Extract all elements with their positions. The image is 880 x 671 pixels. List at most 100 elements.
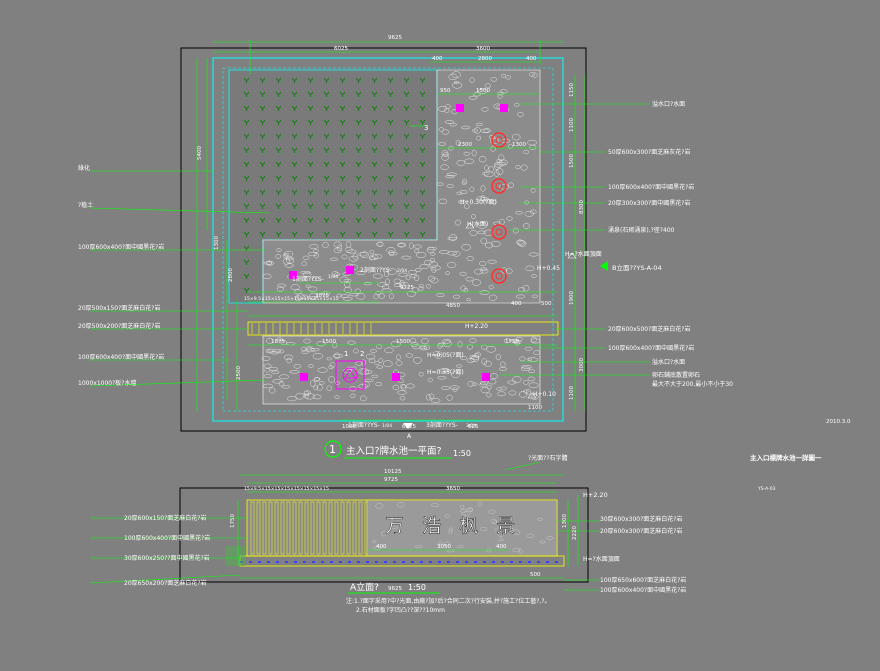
wall-slat xyxy=(340,501,345,555)
stone-texture xyxy=(396,502,405,508)
tree-symbol-icon xyxy=(371,91,378,97)
pebble xyxy=(430,252,436,256)
pebble xyxy=(386,268,398,275)
pebble xyxy=(441,368,450,373)
pebble xyxy=(482,171,489,176)
stone-texture xyxy=(546,536,554,540)
pebble xyxy=(528,252,539,257)
light-marker-icon xyxy=(300,373,308,381)
pebble xyxy=(497,94,503,99)
dim-wall: 9725 xyxy=(384,477,398,483)
pebble xyxy=(263,363,272,369)
pebble xyxy=(480,195,486,202)
pebble xyxy=(406,383,415,389)
pebble xyxy=(348,255,359,262)
pebble xyxy=(393,278,402,284)
pebble xyxy=(414,249,420,254)
tree-symbol-icon xyxy=(259,77,266,83)
pebble xyxy=(401,255,412,260)
elevation-triangle-icon xyxy=(465,222,475,229)
tree-symbol-icon xyxy=(323,91,330,97)
pebble xyxy=(343,278,352,283)
pebble-texture xyxy=(261,71,541,403)
tree-symbol-icon xyxy=(387,231,394,237)
pebble xyxy=(483,360,492,367)
dim-mid: 4850 xyxy=(446,303,460,309)
tree-symbol-icon xyxy=(339,91,346,97)
pebble xyxy=(479,381,489,385)
tree-symbol-icon xyxy=(403,147,410,153)
pebble xyxy=(406,290,417,297)
pebble xyxy=(531,294,538,298)
pebble xyxy=(311,276,320,282)
tree-symbol-icon xyxy=(419,217,426,223)
tree-symbol-icon xyxy=(259,105,266,111)
pebble xyxy=(336,244,343,252)
pebble xyxy=(397,243,406,248)
wall-slat xyxy=(346,501,351,555)
tree-symbol-icon xyxy=(371,77,378,83)
stone-texture xyxy=(459,509,468,513)
pebble xyxy=(342,297,353,301)
pebble xyxy=(344,281,351,288)
pebble xyxy=(442,339,452,344)
pebble xyxy=(397,242,407,248)
pebble xyxy=(497,391,506,397)
pebble xyxy=(523,149,530,154)
plan-left-labels: 綠化 ?植土 100厚600x400?面中國黑花?岩 20厚500x150?面芝… xyxy=(78,164,164,387)
pebble xyxy=(416,252,427,258)
pebble xyxy=(301,294,309,300)
tree-symbol-icon xyxy=(387,105,394,111)
pebble xyxy=(501,267,508,274)
pebble xyxy=(309,244,319,250)
tree-symbol-icon xyxy=(419,189,426,195)
tree-symbol-icon xyxy=(403,119,410,125)
pebble xyxy=(459,190,468,194)
pebble xyxy=(527,139,537,146)
stone-texture xyxy=(430,503,440,507)
pebble xyxy=(293,364,302,369)
tree-symbol-icon xyxy=(387,189,394,195)
pebble xyxy=(500,386,507,391)
pebble xyxy=(512,376,522,383)
pebble xyxy=(478,156,487,163)
pebble xyxy=(451,371,460,378)
pebble xyxy=(505,75,511,80)
tree-symbol-icon xyxy=(275,189,282,195)
elevation-view: 万 浩 枫 景 ?光面??石字體 10 xyxy=(89,454,686,614)
pebble xyxy=(454,219,461,226)
plan-view: 9625 6025 3600 400 2800 400 950 1500 230… xyxy=(78,35,733,459)
pebble xyxy=(500,361,506,368)
pebble xyxy=(527,376,535,382)
tree-symbol-icon xyxy=(339,105,346,111)
section-arrow-icon xyxy=(403,423,413,429)
pebble xyxy=(501,73,506,78)
stone-texture xyxy=(512,529,521,535)
plan-elevations: H+0.30(?面) H(水面) H=?水面頂面 H+0.45 H+2.20 H… xyxy=(427,199,602,399)
pebble xyxy=(389,293,394,300)
dim-right: 3000 xyxy=(579,358,585,372)
stone-texture xyxy=(526,533,534,538)
pebble xyxy=(340,294,349,298)
dim-mid: 9725 xyxy=(400,285,414,291)
pebble xyxy=(472,279,482,286)
pebble xyxy=(452,82,463,89)
section-letter: A xyxy=(407,433,412,440)
elevation-mark: H=0.35(?面) xyxy=(427,369,464,376)
light-marker-icon xyxy=(500,104,508,112)
dim-mid: 1500 xyxy=(396,339,410,345)
plan-scale: 1:50 xyxy=(453,449,471,458)
pebble xyxy=(477,88,488,94)
plan-title-text: 主入口?牌水池一平面? xyxy=(346,445,442,457)
pebble xyxy=(466,344,473,350)
tree-symbol-icon xyxy=(259,133,266,139)
pebble xyxy=(531,394,539,400)
pebble xyxy=(346,249,357,254)
elevation-mark: H+0.30(?面) xyxy=(460,199,497,206)
pebble xyxy=(437,142,446,146)
elevation-dimensions: ?光面??石字體 10125 9725 15×9.5×15×15×15×15×1… xyxy=(230,454,620,592)
pebble xyxy=(282,258,291,265)
tree-symbol-icon xyxy=(259,161,266,167)
pebble xyxy=(392,384,400,391)
